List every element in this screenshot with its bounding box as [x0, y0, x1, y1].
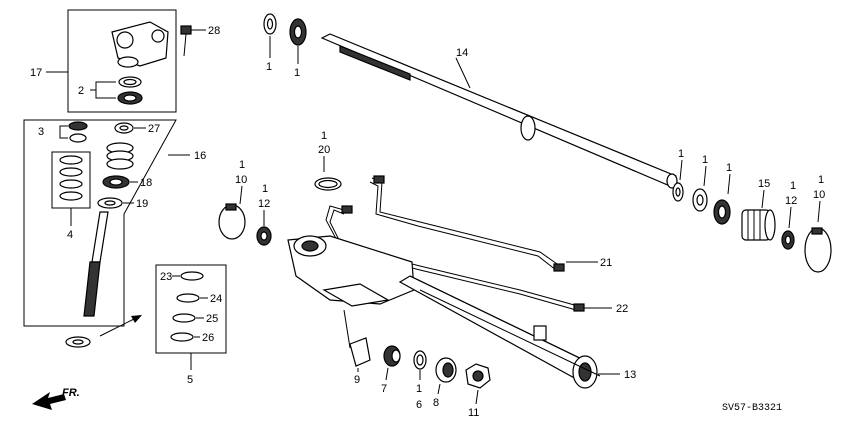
seal-ring-2-lower [117, 91, 143, 105]
seal-1-top-left [263, 13, 277, 35]
front-direction-arrow: FR. [32, 387, 80, 410]
callout-1-c: 1 [321, 130, 327, 142]
callout-1-g: 1 [702, 154, 708, 166]
callout-28: 28 [208, 25, 220, 37]
callout-20: 20 [318, 144, 330, 156]
callout-6: 6 [416, 399, 422, 411]
seal-lower-left [65, 336, 91, 348]
o-ring-20 [314, 177, 342, 191]
valve-body [111, 21, 169, 68]
washer-19 [97, 197, 123, 209]
callout-1-h: 1 [726, 162, 732, 174]
bearing-1-top [289, 18, 307, 46]
callout-10-a: 10 [235, 174, 247, 186]
fluid-line-21 [369, 175, 565, 272]
bearing-1-right [713, 199, 731, 225]
seal-1-right-a [672, 182, 684, 202]
callout-18: 18 [140, 177, 152, 189]
seal-ring-2-upper [118, 76, 142, 88]
callout-11: 11 [468, 407, 479, 419]
callout-27: 27 [148, 123, 160, 135]
boot-clamp-10-right [804, 227, 832, 273]
nut-11 [465, 363, 491, 389]
callout-4: 4 [67, 229, 73, 241]
callout-12-b: 12 [785, 195, 797, 207]
callout-1-b: 1 [294, 67, 300, 79]
callout-25: 25 [206, 313, 218, 325]
callout-12-a: 12 [258, 198, 270, 210]
rack-bushing-15 [741, 209, 776, 241]
locknut-8 [435, 357, 457, 383]
callout-1-d: 1 [239, 159, 245, 171]
install-arrowhead [131, 315, 142, 323]
callout-1-k: 1 [416, 383, 422, 395]
callout-9: 9 [354, 374, 360, 386]
callout-7: 7 [381, 383, 387, 395]
callout-5: 5 [187, 374, 193, 386]
callout-17: 17 [30, 67, 42, 79]
bearing-18 [102, 175, 130, 189]
pinion-shaft [83, 211, 109, 317]
o-ring-1-lower [413, 350, 427, 370]
boot-clamp-10-left [218, 203, 246, 240]
callout-1-j: 1 [818, 174, 824, 186]
callout-1-f: 1 [678, 148, 684, 160]
rack-guide-9 [349, 337, 371, 367]
seal-set-4 [59, 155, 83, 201]
callout-26: 26 [202, 332, 214, 344]
callout-3: 3 [38, 126, 44, 138]
seal-1-right-b [692, 188, 708, 212]
callout-21: 21 [600, 257, 612, 269]
callout-2: 2 [78, 85, 84, 97]
seal-3-upper [68, 121, 88, 131]
callout-24: 24 [210, 293, 222, 305]
callout-10-b: 10 [813, 189, 825, 201]
direction-label: FR. [62, 387, 80, 399]
snap-ring-27 [114, 122, 134, 134]
gearbox-housing [287, 235, 601, 389]
valve-body-group-box [67, 9, 177, 113]
callout-23: 23 [160, 271, 172, 283]
spring-7 [383, 345, 401, 367]
callout-1-e: 1 [262, 183, 268, 195]
callout-13: 13 [624, 369, 636, 381]
spring-stack [106, 142, 134, 170]
bolt-28 [180, 25, 192, 57]
seal-3-lower [69, 133, 87, 143]
install-direction-arrow [99, 317, 137, 337]
callout-19: 19 [136, 198, 148, 210]
callout-1-a: 1 [266, 61, 272, 73]
rack-shaft [320, 33, 678, 189]
tie-rod-seal-12-left [256, 226, 272, 246]
diagram-code: SV57-B3321 [722, 403, 782, 414]
callout-1-i: 1 [790, 180, 796, 192]
callout-16: 16 [194, 150, 206, 162]
callout-14: 14 [456, 47, 468, 59]
callout-22: 22 [616, 303, 628, 315]
tie-rod-seal-12-right [781, 230, 795, 250]
callout-15: 15 [758, 178, 770, 190]
callout-8: 8 [433, 397, 439, 409]
pinion-group-box [23, 119, 177, 327]
